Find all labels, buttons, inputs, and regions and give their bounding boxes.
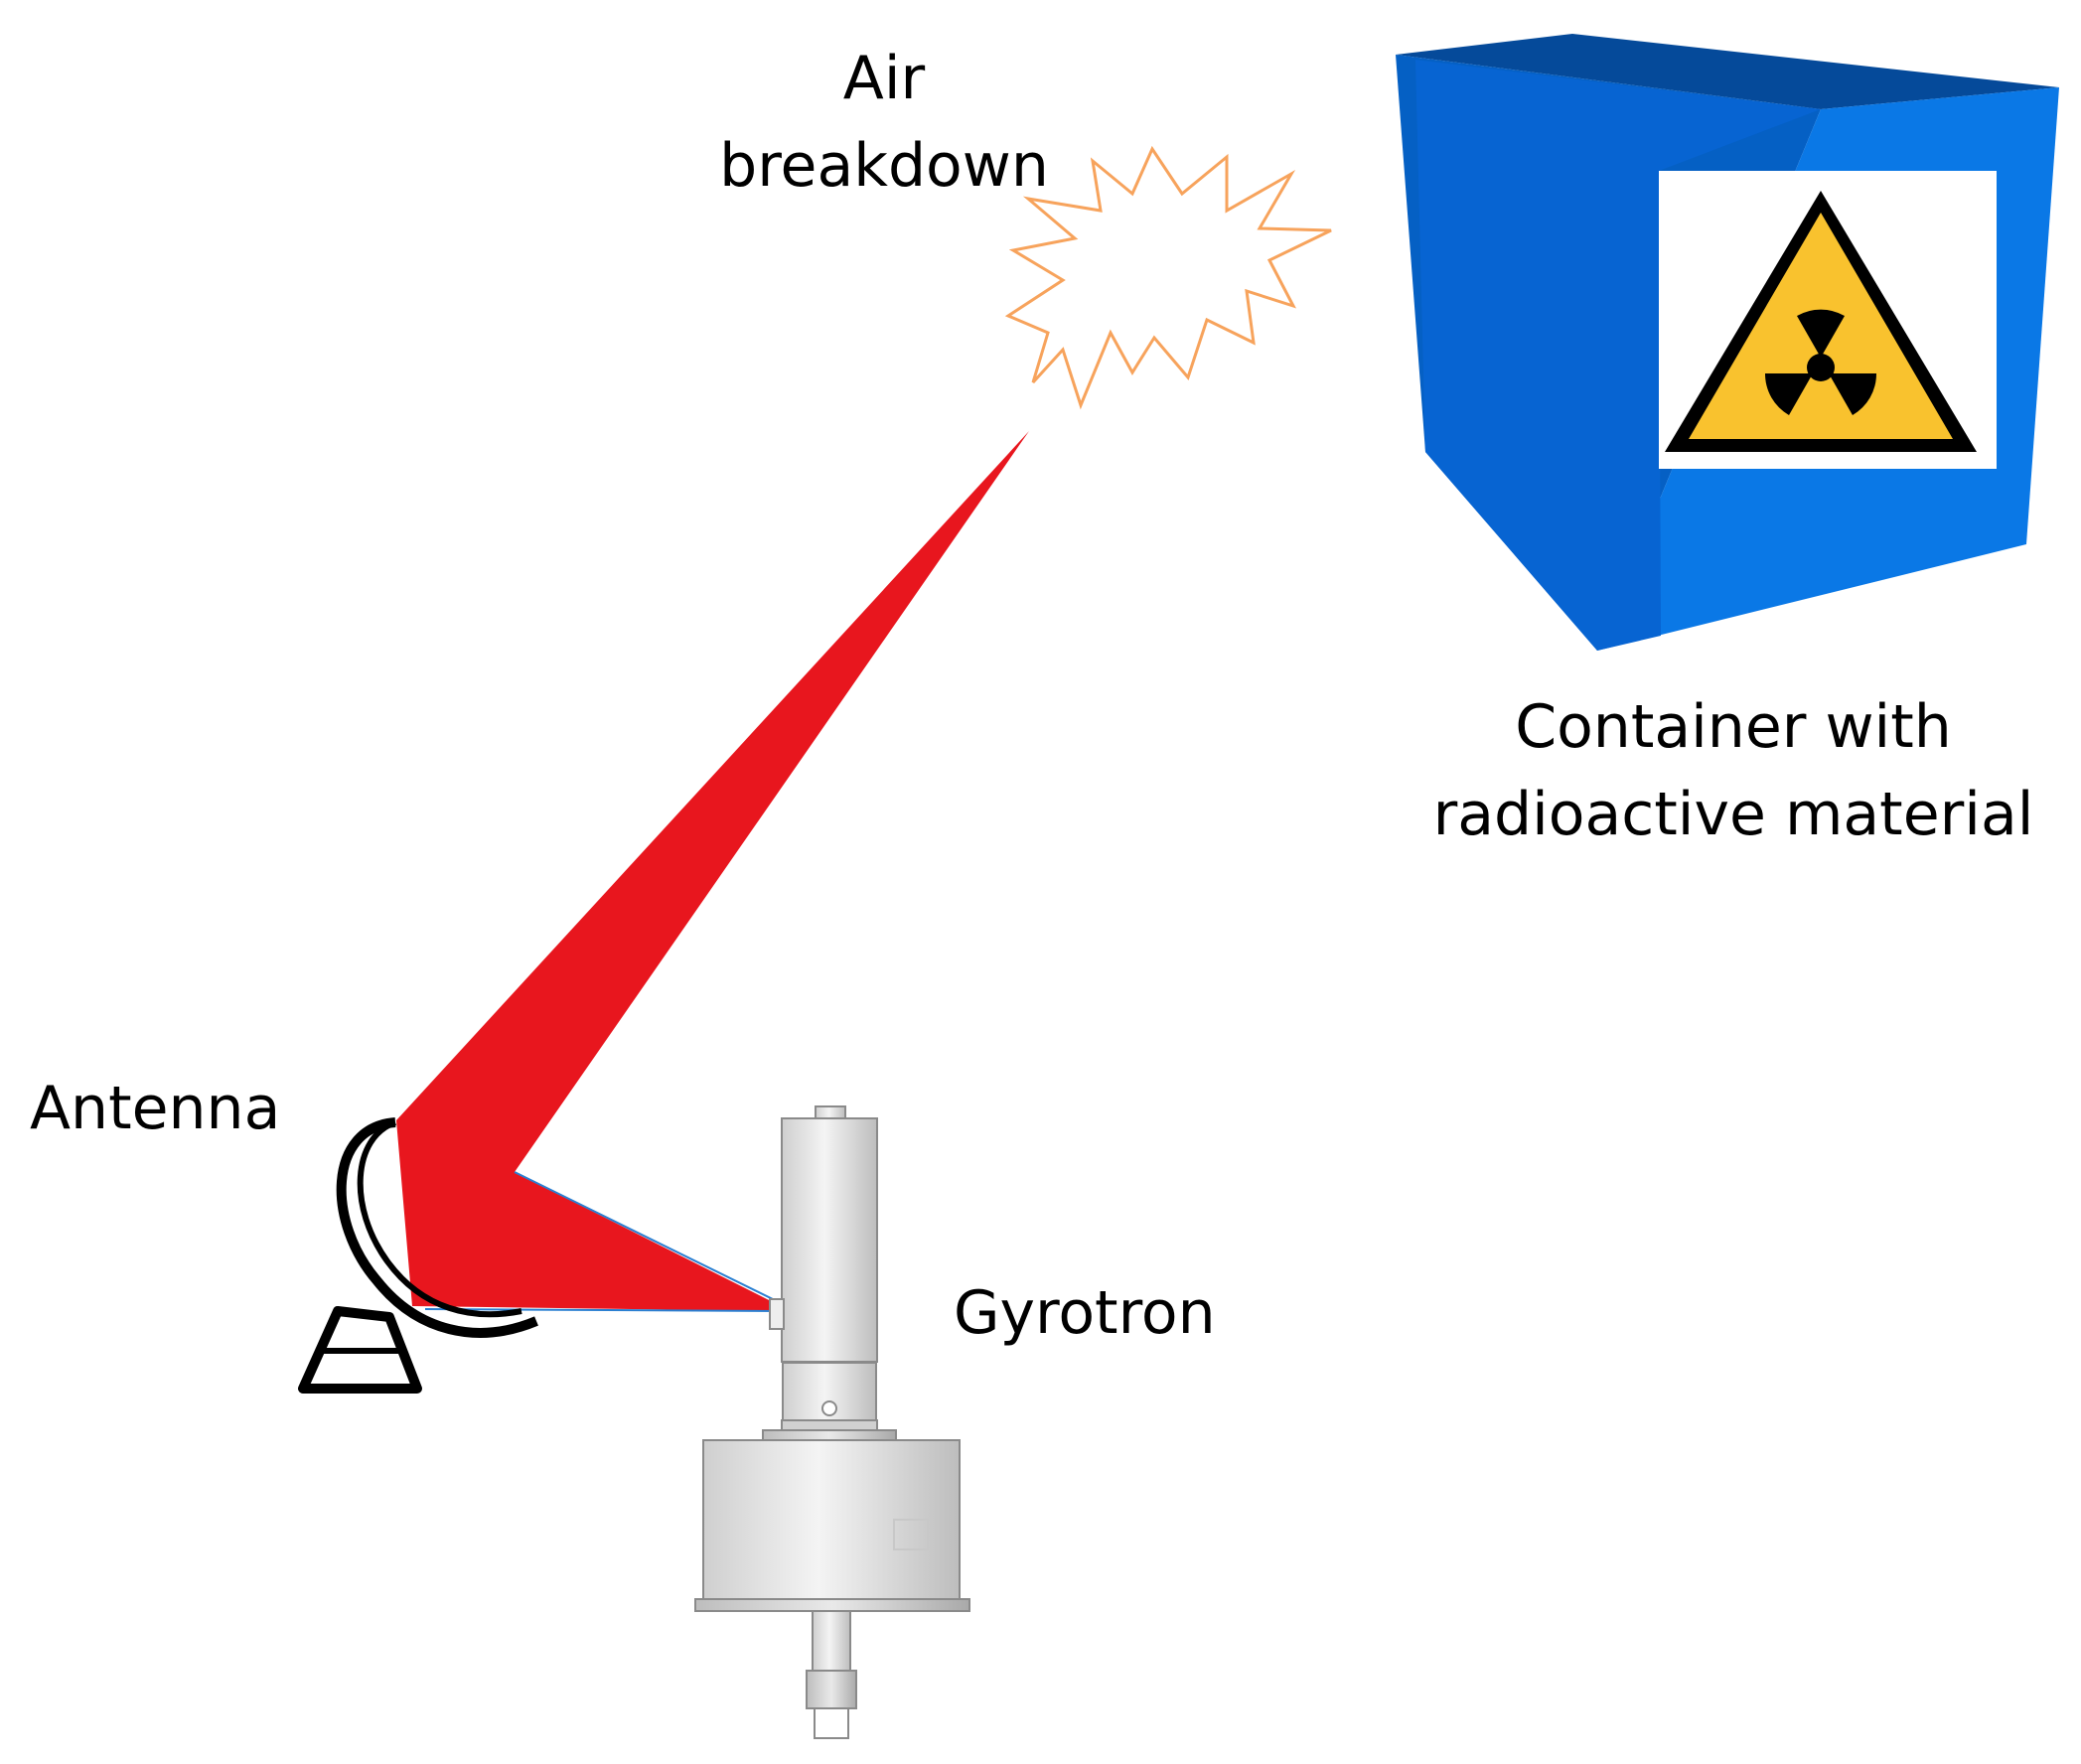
air-breakdown-label: Air breakdown bbox=[695, 35, 1073, 210]
gyrotron-tube-icon bbox=[694, 1105, 970, 1739]
beam-edge-lower bbox=[424, 1308, 778, 1312]
container-label-line2: radioactive material bbox=[1432, 780, 2034, 849]
container-label-line1: Container with bbox=[1515, 692, 1952, 762]
air-breakdown-label-line2: breakdown bbox=[719, 131, 1049, 201]
cube-body-face bbox=[1415, 60, 1821, 651]
container-label: Container with radioactive material bbox=[1391, 683, 2076, 858]
beam-edge-upper bbox=[514, 1171, 778, 1302]
satellite-dish-icon bbox=[298, 1117, 538, 1394]
spark-burst-icon bbox=[1004, 145, 1332, 410]
microwave-beam bbox=[396, 431, 1029, 1311]
antenna-label: Antenna bbox=[30, 1074, 281, 1143]
air-breakdown-label-line1: Air bbox=[842, 44, 926, 113]
cube-top-face bbox=[1396, 34, 2059, 109]
gyrotron-label: Gyrotron bbox=[954, 1278, 1216, 1348]
radiation-warning-icon bbox=[1665, 191, 1977, 452]
container-cube bbox=[1396, 34, 2059, 651]
